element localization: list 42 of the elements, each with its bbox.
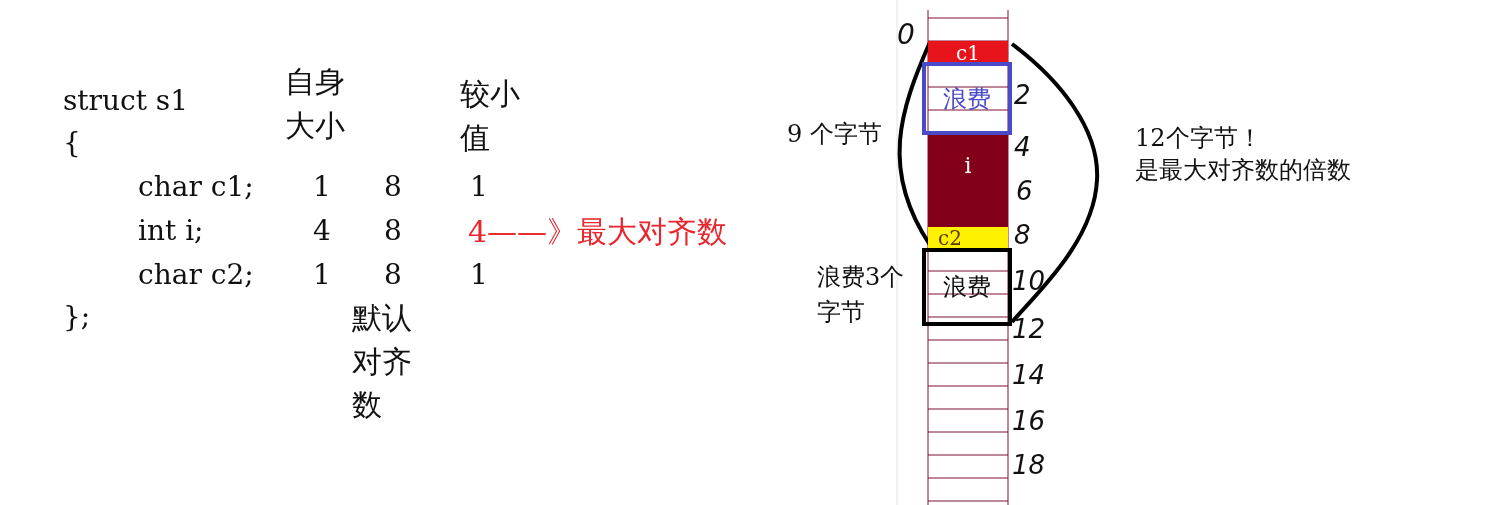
table-value: 8 (384, 258, 402, 292)
annotation-text: 是最大对齐数的倍数 (1135, 156, 1351, 185)
cell-label: 浪费 (943, 86, 991, 111)
offset-number: 10 (1012, 266, 1046, 298)
memory-cell (928, 41, 1008, 64)
table-value: 1 (470, 258, 488, 292)
offset-number: 0 (897, 18, 915, 52)
code-line: char c2; (138, 258, 254, 292)
table-value: 1 (313, 170, 331, 204)
code-line: char c1; (138, 170, 254, 204)
offset-number: 8 (1014, 220, 1031, 252)
column-header: 自身大小 (285, 63, 346, 145)
code-line: { (63, 126, 81, 160)
offset-number: 4 (1014, 132, 1031, 164)
offset-number: 14 (1012, 360, 1046, 392)
cell-label: c1 (956, 42, 980, 63)
offset-number: 6 (1016, 176, 1033, 208)
code-line: int i; (138, 214, 204, 248)
offset-number: 2 (1014, 80, 1031, 112)
table-value: 1 (313, 258, 331, 292)
cell-label: i (964, 155, 972, 177)
table-value: 8 (384, 170, 402, 204)
table-value: 8 (384, 214, 402, 248)
column-header: 默认对齐数 (352, 299, 413, 424)
memory-cell (928, 227, 1008, 248)
cell-label: c2 (938, 227, 962, 248)
cell-label: 浪费 (943, 275, 991, 299)
offset-number: 16 (1012, 406, 1046, 438)
annotation-text: 浪费3个字节 (817, 262, 906, 328)
memory-cell (928, 135, 1008, 227)
column-header: 较小值 (460, 75, 521, 157)
code-line: }; (63, 300, 91, 334)
wasted-bytes-box (922, 248, 1012, 326)
offset-number: 18 (1012, 450, 1046, 482)
code-line: struct s1 (63, 84, 189, 118)
annotation-text: 9 个字节 (787, 120, 882, 149)
annotation-text: 12个字节！ (1135, 124, 1262, 153)
wasted-bytes-box (922, 62, 1012, 135)
table-value: 4 (313, 214, 331, 248)
table-value: 1 (470, 170, 488, 204)
offset-number: 12 (1012, 314, 1046, 346)
annotation-text: 4——》最大对齐数 (468, 214, 728, 250)
